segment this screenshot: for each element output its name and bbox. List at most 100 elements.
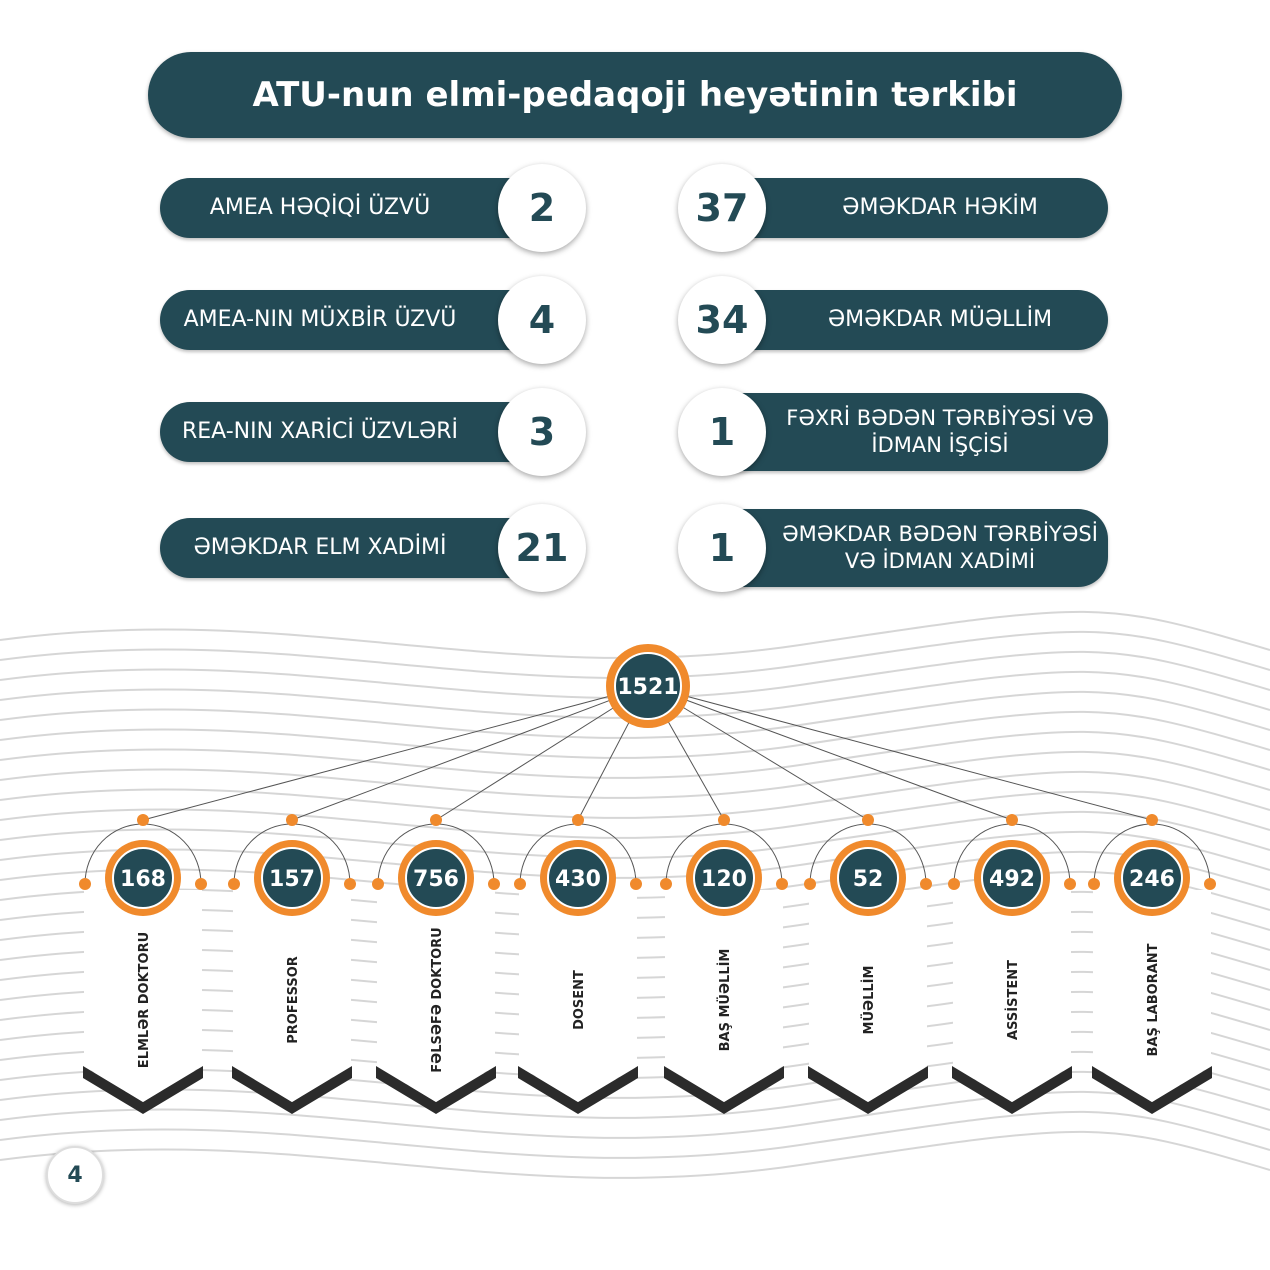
category-value: 246	[1129, 867, 1175, 892]
category-label: MÜƏLLİM	[861, 966, 877, 1035]
category-label: DOSENT	[572, 970, 587, 1030]
stat-label: ƏMƏKDAR HƏKİM	[722, 178, 1108, 238]
value-circle	[981, 847, 1043, 909]
orange-dot	[1204, 878, 1216, 890]
wave-line	[0, 1130, 1270, 1179]
stat-value: 4	[498, 276, 586, 364]
category-label: PROFESSOR	[286, 956, 301, 1044]
category-label: ASSİSTENT	[1005, 960, 1021, 1040]
wave-line	[0, 790, 1270, 839]
orange-dot	[228, 878, 240, 890]
stat-value: 1	[678, 504, 766, 592]
banner-chevron	[518, 1066, 638, 1114]
orange-dot	[630, 878, 642, 890]
category-banner	[233, 890, 351, 1102]
stat-label: AMEA HƏQİQİ ÜZVÜ	[160, 178, 540, 238]
category-value: 120	[701, 867, 747, 892]
banner-chevron	[376, 1066, 496, 1114]
banner-chevron	[1092, 1066, 1212, 1114]
connector-line	[142, 685, 649, 821]
category-banner	[1093, 890, 1211, 1102]
page-number: 4	[46, 1146, 104, 1204]
wave-line	[0, 610, 1270, 659]
banner-chevron	[83, 1066, 203, 1114]
category-banner	[84, 890, 202, 1102]
stat-label: ƏMƏKDAR MÜƏLLİM	[722, 290, 1108, 350]
category-label: BAŞ LABORANT	[1146, 943, 1161, 1056]
orange-dot	[776, 878, 788, 890]
orange-dot	[514, 878, 526, 890]
orange-dot	[195, 878, 207, 890]
stat-value: 21	[498, 504, 586, 592]
orange-dot	[718, 814, 730, 826]
orange-dot	[660, 878, 672, 890]
orange-dot	[372, 878, 384, 890]
orange-dot	[1006, 814, 1018, 826]
category-label: FƏLSƏFƏ DOKTORU	[430, 927, 445, 1072]
value-circle	[1121, 847, 1183, 909]
wave-line	[0, 770, 1270, 819]
category-value: 492	[989, 867, 1035, 892]
stat-value: 1	[678, 388, 766, 476]
orange-dot	[79, 878, 91, 890]
orange-dot	[430, 814, 442, 826]
total-value: 1521	[617, 675, 678, 700]
stat-value: 3	[498, 388, 586, 476]
orange-dot	[286, 814, 298, 826]
category-banner	[519, 890, 637, 1102]
banner-chevron	[232, 1066, 352, 1114]
connector-line	[647, 685, 1153, 821]
orange-dot	[488, 878, 500, 890]
category-value: 52	[853, 867, 884, 892]
value-circle	[405, 847, 467, 909]
category-label: BAŞ MÜƏLLİM	[717, 949, 733, 1052]
wave-line	[0, 710, 1270, 759]
stat-label: AMEA-NIN MÜXBİR ÜZVÜ	[160, 290, 540, 350]
category-label: ELMLƏR DOKTORU	[137, 932, 152, 1068]
orange-dot	[137, 814, 149, 826]
page-title: ATU-nun elmi-pedaqoji heyətinin tərkibi	[148, 52, 1122, 138]
wave-line	[0, 730, 1270, 779]
stat-label: REA-NIN XARİCİ ÜZVLƏRİ	[160, 402, 540, 462]
connector-line	[647, 685, 1013, 821]
orange-dot	[572, 814, 584, 826]
orange-dot	[1088, 878, 1100, 890]
wave-line	[0, 630, 1270, 679]
total-circle	[614, 652, 682, 720]
banner-chevron	[808, 1066, 928, 1114]
value-circle	[547, 847, 609, 909]
wave-line	[0, 750, 1270, 799]
orange-dot	[804, 878, 816, 890]
wave-line	[0, 1110, 1270, 1159]
stat-value: 34	[678, 276, 766, 364]
stat-label: FƏXRİ BƏDƏN TƏRBİYƏSİ VƏ İDMAN İŞÇİSİ	[722, 393, 1108, 471]
category-value: 756	[413, 867, 459, 892]
banner-chevron	[664, 1066, 784, 1114]
value-circle	[261, 847, 323, 909]
category-banner	[953, 890, 1071, 1102]
stat-value: 37	[678, 164, 766, 252]
orange-dot	[1146, 814, 1158, 826]
orange-dot	[862, 814, 874, 826]
category-value: 157	[269, 867, 315, 892]
stat-value: 2	[498, 164, 586, 252]
banner-chevron	[952, 1066, 1072, 1114]
connector-line	[647, 685, 869, 821]
category-banner	[809, 890, 927, 1102]
orange-dot	[948, 878, 960, 890]
value-circle	[693, 847, 755, 909]
wave-line	[0, 650, 1270, 699]
stat-label: ƏMƏKDAR BƏDƏN TƏRBİYƏSİ VƏ İDMAN XADİMİ	[722, 509, 1108, 587]
orange-dot	[920, 878, 932, 890]
stat-label: ƏMƏKDAR ELM XADİMİ	[160, 518, 540, 578]
value-circle	[837, 847, 899, 909]
category-banner	[377, 890, 495, 1102]
value-circle	[112, 847, 174, 909]
category-value: 168	[120, 867, 166, 892]
category-banner	[665, 890, 783, 1102]
category-value: 430	[555, 867, 601, 892]
orange-dot	[344, 878, 356, 890]
orange-dot	[1064, 878, 1076, 890]
